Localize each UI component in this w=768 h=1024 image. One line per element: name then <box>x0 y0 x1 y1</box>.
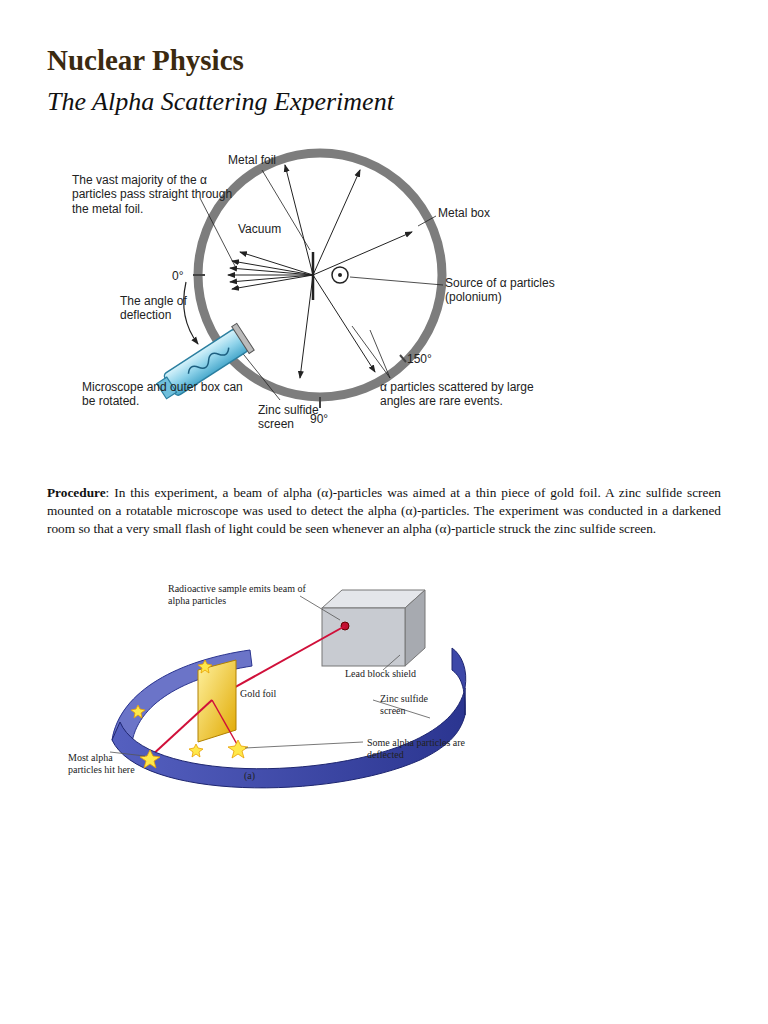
callout-label: α particles scattered by large angles ar… <box>380 380 555 409</box>
callout-label: Gold foil <box>240 688 310 700</box>
callout-label: Source of α particles (polonium) <box>445 276 565 305</box>
callout-label: Metal box <box>438 206 528 220</box>
callout-label: (a) <box>244 770 274 782</box>
callout-label: 90° <box>310 412 350 426</box>
callout-label: Zinc sulfide screen <box>380 693 450 717</box>
procedure-text: : In this experiment, a beam of alpha (α… <box>47 485 721 536</box>
subtitle: The Alpha Scattering Experiment <box>47 86 547 117</box>
callout-label: Some alpha particles are deflected <box>367 737 482 761</box>
callout-label: Metal foil <box>228 153 318 167</box>
callout-label: Most alpha particles hit here <box>68 752 148 776</box>
procedure-heading: Procedure <box>47 485 106 500</box>
gold-foil-setup <box>110 590 466 788</box>
callout-label: The vast majority of the α particles pas… <box>72 173 242 216</box>
callout-label: 0° <box>172 269 196 283</box>
page-title: Nuclear Physics <box>47 44 244 77</box>
callout-label: Radioactive sample emits beam of alpha p… <box>168 583 308 607</box>
callout-label: Lead block shield <box>345 668 455 680</box>
procedure-paragraph: Procedure: In this experiment, a beam of… <box>47 484 721 538</box>
callout-label: 150° <box>407 352 447 366</box>
callout-label: Microscope and outer box can be rotated. <box>82 380 252 409</box>
callout-label: Vacuum <box>238 222 308 236</box>
callout-label: The angle of deflection <box>120 294 204 323</box>
